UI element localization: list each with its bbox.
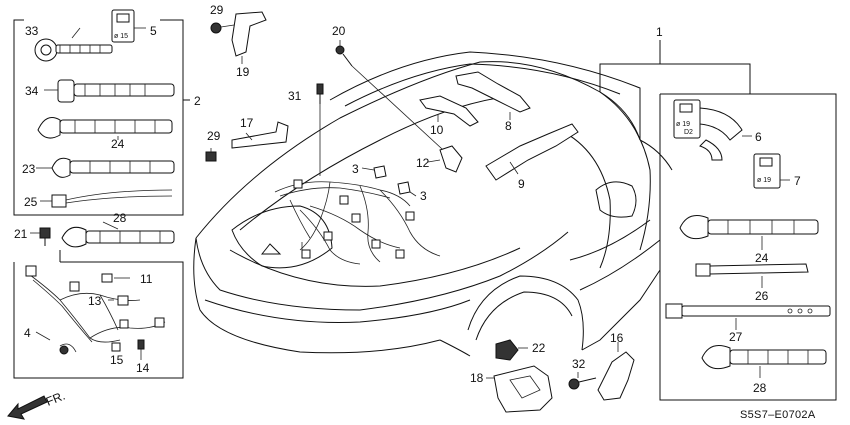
callout-21: 21 <box>14 227 28 241</box>
callout-numbers: 33 5 2 34 24 23 25 28 21 11 13 4 15 14 2… <box>14 3 801 395</box>
part-12-bracket <box>427 145 463 173</box>
callout-3-a: 3 <box>352 162 359 176</box>
fr-label: FR. <box>44 389 67 409</box>
part-6-connector <box>673 99 752 161</box>
callout-17: 17 <box>240 116 254 130</box>
mark-phi19-b: ø 19 <box>757 177 771 184</box>
part-16-bracket <box>597 342 635 401</box>
callout-6: 6 <box>755 130 762 144</box>
part-27-tie <box>665 303 831 330</box>
part-29-bolt-mid <box>205 148 217 162</box>
part-32-bolt <box>568 372 597 390</box>
part-3-clips <box>361 165 417 197</box>
callout-25: 25 <box>24 195 38 209</box>
callout-22: 22 <box>532 341 546 355</box>
part-28-clip-right <box>701 345 827 378</box>
part-5-clip <box>111 9 146 43</box>
part-19-bracket <box>231 11 267 64</box>
mark-phi15: ø 15 <box>114 33 128 40</box>
callout-1: 1 <box>656 25 663 39</box>
callout-13: 13 <box>88 294 102 308</box>
part-28-clip-left <box>61 221 175 248</box>
callout-19: 19 <box>236 65 250 79</box>
front-direction-arrow: FR. <box>7 389 67 420</box>
left-parts-panel <box>13 9 190 216</box>
part-18-bracket <box>486 365 553 413</box>
callout-24-left: 24 <box>111 137 125 151</box>
part-31-stud <box>316 83 324 176</box>
part-7-connector <box>753 153 790 189</box>
callout-29-top: 29 <box>210 3 224 17</box>
part-24-clip-right <box>679 215 819 250</box>
callout-31: 31 <box>288 89 302 103</box>
diagram-code: S5S7–E0702A <box>740 409 816 421</box>
part-10-bracket <box>419 95 479 127</box>
mark-phi19-a: ø 19 <box>676 121 690 128</box>
part-9-bracket <box>485 123 579 181</box>
part-33-ring-tie <box>34 27 113 62</box>
left-harness-panel <box>13 250 184 379</box>
callout-33: 33 <box>25 24 39 38</box>
callout-26: 26 <box>755 289 769 303</box>
callout-3-b: 3 <box>420 189 427 203</box>
part-8-bracket <box>455 71 531 120</box>
callout-10: 10 <box>430 123 444 137</box>
callout-27: 27 <box>729 330 743 344</box>
callout-29-mid: 29 <box>207 129 221 143</box>
part-marks: ø 15 ø 19 D2 ø 19 <box>114 33 771 184</box>
callout-34: 34 <box>25 84 39 98</box>
part-26-tie <box>695 263 809 288</box>
callout-12: 12 <box>416 156 430 170</box>
car-body-outline <box>193 51 673 357</box>
right-parts-panel <box>599 40 837 401</box>
callout-24-right: 24 <box>755 251 769 265</box>
part-21-sensor <box>30 227 51 246</box>
callout-14: 14 <box>136 361 150 375</box>
callout-2: 2 <box>194 94 201 108</box>
callout-9: 9 <box>518 177 525 191</box>
part-34-clip <box>44 79 175 103</box>
callout-11: 11 <box>140 272 153 286</box>
callout-15: 15 <box>110 353 124 367</box>
part-20-bolt <box>335 40 455 161</box>
part-17-bracket <box>231 121 289 149</box>
callout-28-right: 28 <box>753 381 767 395</box>
part-22-nut <box>495 339 528 361</box>
callout-8: 8 <box>505 119 512 133</box>
callout-18: 18 <box>470 371 484 385</box>
part-23-clip <box>36 157 175 178</box>
callout-4: 4 <box>24 326 31 340</box>
callout-28-left: 28 <box>113 211 127 225</box>
callout-5: 5 <box>150 24 157 38</box>
callout-23: 23 <box>22 162 36 176</box>
callout-20: 20 <box>332 24 346 38</box>
callout-16: 16 <box>610 331 624 345</box>
callout-7: 7 <box>794 174 801 188</box>
part-29-bolt-top <box>210 22 235 34</box>
callout-32: 32 <box>572 357 586 371</box>
part-24-clip-left <box>37 117 173 140</box>
mark-d2: D2 <box>684 129 693 136</box>
part-25-connector <box>40 189 173 208</box>
